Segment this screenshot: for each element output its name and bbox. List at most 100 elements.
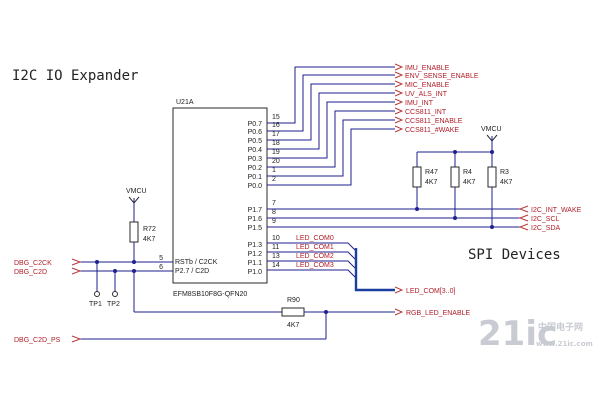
resistor-r72 — [129, 221, 139, 243]
watermark: 21ic 中国电子网 www.21ic.com — [478, 314, 593, 354]
wire-led-com3 — [267, 269, 357, 279]
net-imu-enable: IMU_ENABLE — [405, 65, 450, 72]
pin-name: P0.7 — [248, 121, 263, 128]
pin-rstb-c2ck-name: RSTb / C2CK — [175, 259, 218, 266]
pin-p0-3: P0.3 19 — [248, 101, 395, 163]
net-mic-enable: MIC_ENABLE — [405, 82, 450, 89]
r47-value: 4K7 — [425, 179, 438, 186]
port0-net-labels: IMU_ENABLE ENV_SENSE_ENABLE MIC_ENABLE U… — [394, 63, 479, 134]
pin-p0-4: P0.4 18 — [248, 92, 395, 154]
watermark-url: www.21ic.com — [536, 340, 593, 348]
wire — [267, 128, 395, 186]
testpoint-tp2 — [112, 291, 118, 297]
led-bus — [354, 248, 395, 292]
net-led-com1: LED_COM1 — [296, 244, 334, 251]
wire-led-com1 — [267, 251, 357, 261]
watermark-sub: 中国电子网 — [538, 321, 583, 333]
pin-p1-3-number: 10 — [272, 235, 280, 242]
led-pins: P1.3 10 P1.2 11 P1.1 13 P1.0 14 LED_COM0… — [248, 235, 456, 295]
r3-ref: R3 — [500, 169, 509, 176]
net-ccs811-int: CCS811_INT — [405, 109, 447, 116]
net-arrow — [71, 335, 82, 343]
r90-ref: R90 — [287, 297, 300, 304]
net-dbg-c2ck: DBG_C2CK — [14, 260, 52, 267]
net-arrow — [518, 223, 529, 231]
r4-value: 4K7 — [463, 179, 476, 186]
net-led-bus: LED_COM[3..0] — [406, 288, 455, 295]
net-i2c-sda: I2C_SDA — [531, 225, 561, 232]
pin-number: 15 — [272, 114, 280, 121]
port0-pins: P0.7 15 P0.6 16 P0.5 17 P0.4 18 P0.3 19 … — [248, 66, 395, 190]
resistor-r90 — [281, 307, 305, 317]
r4-ref: R4 — [463, 169, 472, 176]
net-dbg-c2d-ps: DBG_C2D_PS — [14, 337, 61, 344]
net-arrow — [518, 205, 529, 213]
r3-value: 4K7 — [500, 179, 513, 186]
pin-name: P0.6 — [248, 129, 263, 136]
pin-name: P0.3 — [248, 156, 263, 163]
resistor-r4 — [450, 166, 460, 188]
pin-p1-2-name: P1.2 — [248, 251, 263, 258]
net-led-com3: LED_COM3 — [296, 262, 334, 269]
pin-p1-1-number: 13 — [272, 253, 280, 260]
pin-p0-7: P0.7 15 — [248, 66, 395, 128]
testpoint-tp1 — [94, 291, 100, 297]
net-rgb-led-enable: RGB_LED_ENABLE — [406, 310, 471, 317]
pin-number: 17 — [272, 131, 280, 138]
net-arrow — [394, 286, 404, 294]
net-arrow — [71, 267, 82, 275]
pin-number: 16 — [272, 122, 280, 129]
pin-number: 2 — [272, 176, 276, 183]
wire — [267, 119, 395, 177]
net-ccs811-enable: CCS811_ENABLE — [405, 118, 463, 125]
ic-part-number: EFM8SB10F8G-QFN20 — [173, 291, 247, 298]
net-i2c-scl: I2C_SCL — [531, 216, 560, 223]
pin-name: P0.0 — [248, 183, 263, 190]
pullup-resistors: VMCU R47 4K7 R4 4K7 R3 4K7 — [412, 126, 513, 229]
pin-p1-2-number: 11 — [272, 244, 279, 251]
ic-ref: U21A — [176, 99, 194, 106]
net-arrow — [518, 214, 529, 222]
wire — [267, 74, 395, 132]
pin-number: 1 — [272, 167, 276, 174]
i2c-pins: P1.7 7 P1.6 8 P1.5 9 I2C_INT_WAKE I2C_SC… — [248, 200, 582, 232]
pin-p0-6: P0.6 16 — [248, 74, 395, 136]
pin-p1-7-number: 7 — [272, 200, 276, 207]
pin-p1-6-number: 8 — [272, 209, 276, 216]
pin-p0-5: P0.5 17 — [248, 83, 395, 145]
net-arrow — [394, 98, 404, 106]
pin-name: P0.1 — [248, 174, 263, 181]
net-led-com2: LED_COM2 — [296, 253, 334, 260]
title-spi-devices: SPI Devices — [468, 247, 561, 263]
junction-dot — [415, 207, 419, 211]
pin-p1-5-number: 9 — [272, 218, 276, 225]
pin-p1-0-name: P1.0 — [248, 269, 263, 276]
ic-body — [172, 107, 268, 284]
wire — [267, 66, 395, 124]
pin-p1-3-name: P1.3 — [248, 242, 263, 249]
net-i2c-int-wake: I2C_INT_WAKE — [531, 207, 582, 214]
net-arrow — [394, 125, 404, 133]
wire-led-com0 — [267, 242, 357, 252]
title-io-expander: I2C IO Expander — [12, 68, 138, 84]
net-arrow — [394, 116, 404, 124]
pin-p1-5-name: P1.5 — [248, 225, 263, 232]
resistor-r3 — [487, 166, 497, 188]
vmcu-label-left: VMCU — [126, 188, 147, 195]
net-imu-int: IMU_INT — [405, 100, 434, 107]
junction-dot — [453, 216, 457, 220]
net-ccs811-wake: CCS811_#WAKE — [405, 127, 459, 134]
pin-p1-7-name: P1.7 — [248, 207, 263, 214]
r72-value: 4K7 — [143, 236, 156, 243]
pin-number: 20 — [272, 158, 280, 165]
pin-number: 19 — [272, 149, 280, 156]
pin-p0-0: P0.0 2 — [248, 128, 395, 190]
pin-p0-2: P0.2 20 — [248, 110, 395, 172]
net-arrow — [394, 89, 404, 97]
net-dbg-c2d: DBG_C2D — [14, 269, 47, 276]
net-arrow — [394, 80, 404, 88]
pin-p1-1-name: P1.1 — [248, 260, 263, 267]
junction-dot — [490, 225, 494, 229]
